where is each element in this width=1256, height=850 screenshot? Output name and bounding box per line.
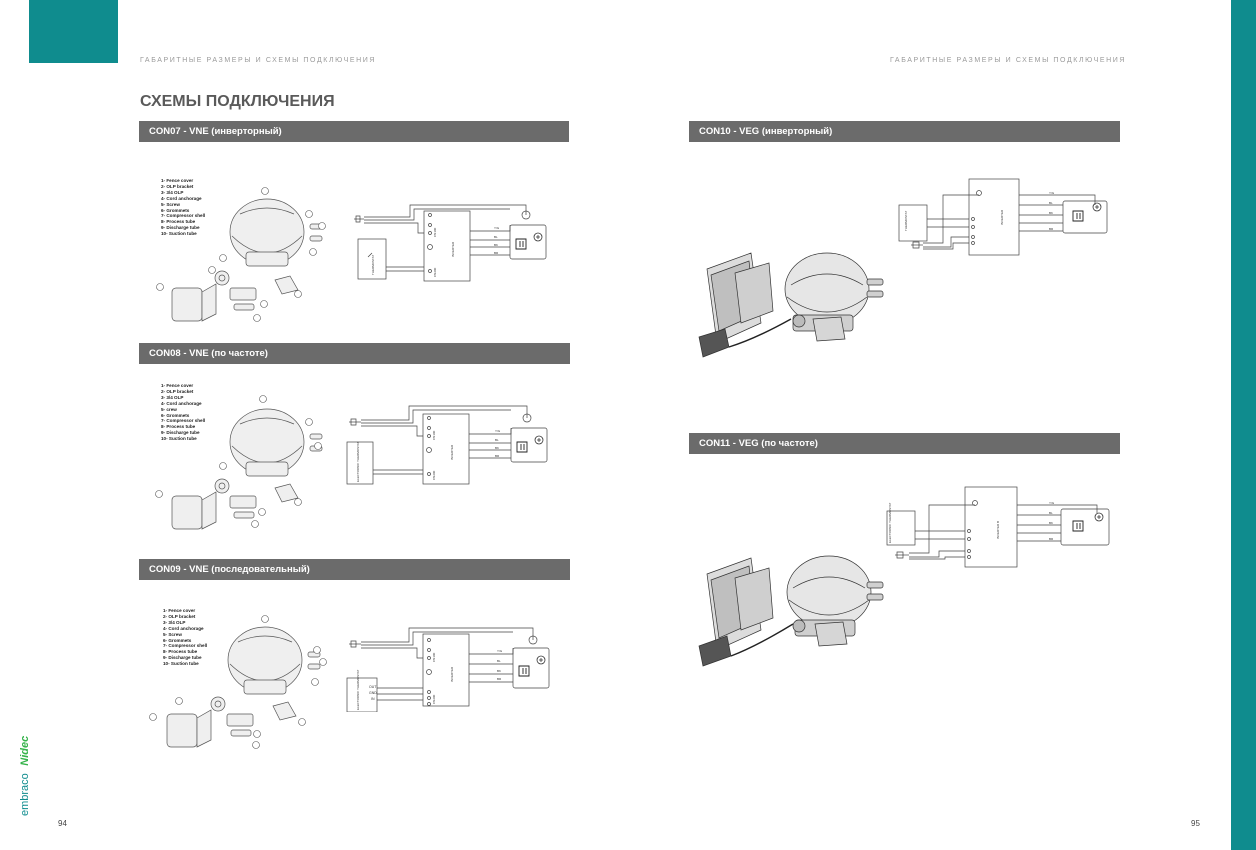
section-title: СХЕМЫ ПОДКЛЮЧЕНИЯ <box>140 93 335 110</box>
label-con07-connector-b: CN200 <box>433 267 437 277</box>
label-con08-connector-a: CN100 <box>432 430 436 440</box>
part-item: 4- Cord anchorage <box>161 195 202 201</box>
part-item: 2- OLP bracket <box>163 613 196 619</box>
running-header-left: ГАБАРИТНЫЕ РАЗМЕРЫ И СХЕМЫ ПОДКЛЮЧЕНИЯ <box>140 57 377 64</box>
label-con09-wire-bl: BL <box>497 659 501 663</box>
label-con07-wire-bk: BK <box>494 243 498 247</box>
part-item: 2- OLP bracket <box>161 183 194 189</box>
part-item: 6- Grommets <box>161 207 190 213</box>
label-con10-inverter: INVERTER <box>1000 209 1004 225</box>
label-con09-sig-gnd: GND <box>369 691 377 695</box>
wiring-diagram-con10: INVERTER THERMOSTAT Y/G BL BK BR <box>898 178 1108 256</box>
brand-logo: embraco Nidec <box>15 736 33 816</box>
compressor-exploded-con07 <box>156 187 326 322</box>
diagram-title-con08: CON08 - VNE (по частоте) <box>139 343 570 364</box>
label-con09-inverter: INVERTER <box>450 666 454 682</box>
part-item: 4- Cord anchorage <box>163 625 204 631</box>
compressor-exploded-con09 <box>149 615 327 749</box>
diagram-title-con10: CON10 - VEG (инверторный) <box>689 121 1120 142</box>
label-con08-wire-bl: BL <box>495 438 499 442</box>
part-item: 4- Cord anchorage <box>161 400 202 406</box>
part-item: 3- 3/4 OLP <box>163 619 186 625</box>
label-con11-wire-br: BR <box>1049 537 1054 541</box>
label-con08-inverter: INVERTER <box>450 444 454 460</box>
label-con10-wire-br: BR <box>1049 227 1054 231</box>
label-con09-sig-in: IN <box>371 697 375 701</box>
label-con10-wire-yg: Y/G <box>1049 191 1055 195</box>
compressor-photo-con10 <box>698 252 884 358</box>
label-con10-wire-bk: BK <box>1049 211 1053 215</box>
part-item: 8- Process tube <box>161 424 196 430</box>
part-item: 6- Grommets <box>163 637 192 643</box>
page-number-left: 94 <box>58 819 67 828</box>
label-con07-wire-bl: BL <box>494 235 498 239</box>
label-con08-connector-b: CN200 <box>432 470 436 480</box>
compressor-photo-con11 <box>698 555 884 667</box>
part-item: 9- Discharge tube <box>161 430 200 436</box>
label-con10-thermostat: THERMOSTAT <box>904 211 908 231</box>
part-item: 2- OLP bracket <box>161 388 194 394</box>
embraco-wordmark: embraco <box>19 773 31 816</box>
label-con07-wire-yg: Y/G <box>494 226 500 230</box>
label-con11-wire-bk: BK <box>1049 521 1053 525</box>
parts-list-con07: 1- Fence cover 2- OLP bracket 3- 3/4 OLP… <box>161 178 205 237</box>
part-item: 5- Screw <box>163 631 182 637</box>
label-con08-electronic-thermostat: ELECTRONIC THERMOSTAT <box>356 441 360 482</box>
label-con08-wire-yg: Y/G <box>495 429 501 433</box>
nidec-wordmark: Nidec <box>19 735 31 766</box>
part-item: 5- crew <box>161 406 177 412</box>
label-con07-connector-a: CN100 <box>433 227 437 237</box>
right-edge-teal-strip <box>1231 0 1256 850</box>
label-con11-wire-bl: BL <box>1049 511 1053 515</box>
part-item: 10- Suction tube <box>161 231 197 237</box>
compressor-exploded-con08 <box>155 395 323 530</box>
label-con09-sig-out: OUT <box>369 685 377 689</box>
label-con08-wire-br: BR <box>495 454 500 458</box>
part-item: 9- Discharge tube <box>163 655 202 661</box>
part-item: 6- Grommets <box>161 412 190 418</box>
part-item: 7- Compressor shell <box>161 213 206 219</box>
label-con11-inverter-b: INVERTER B <box>996 521 1000 539</box>
label-con11-electronic-thermostat: ELECTRONIC THERMOSTAT <box>888 502 892 543</box>
part-item: 5- Screw <box>161 201 180 207</box>
parts-list-con08: 1- Fence cover 2- OLP bracket 3- 3/4 OLP… <box>161 383 205 442</box>
label-con11-wire-yg: Y/G <box>1049 501 1055 505</box>
running-header-right: ГАБАРИТНЫЕ РАЗМЕРЫ И СХЕМЫ ПОДКЛЮЧЕНИЯ <box>890 57 1127 64</box>
label-con07-thermostat: THERMOSTAT <box>371 255 375 275</box>
diagram-title-con11: CON11 - VEG (по частоте) <box>689 433 1120 454</box>
part-item: 3- 3/4 OLP <box>161 394 184 400</box>
label-con09-electronic-thermostat: ELECTRONIC THERMOSTAT <box>356 669 360 710</box>
wiring-diagram-con09: CN100 CN200 INVERTER ELECTRONIC THERMOST… <box>346 627 550 712</box>
label-con09-wire-bk: BK <box>497 669 501 673</box>
label-con10-wire-bl: BL <box>1049 201 1053 205</box>
part-item: 8- Process tube <box>161 219 196 225</box>
part-item: 1- Fence cover <box>161 178 194 183</box>
parts-list-con09: 1- Fence cover 2- OLP bracket 3- 3/4 OLP… <box>163 608 207 667</box>
part-item: 7- Compressor shell <box>163 643 208 649</box>
wiring-diagram-con07: CN100 CN200 INVERTER THERMOSTAT Y/G BL B… <box>354 204 547 282</box>
diagram-title-con07: CON07 - VNE (инверторный) <box>139 121 569 142</box>
part-item: 1- Fence cover <box>163 608 196 613</box>
label-con09-wire-yg: Y/G <box>497 649 503 653</box>
wiring-diagram-con11: INVERTER B ELECTRONIC THERMOSTAT Y/G BL … <box>886 486 1110 568</box>
label-con08-wire-bk: BK <box>495 446 499 450</box>
part-item: 10- Suction tube <box>161 436 197 442</box>
part-item: 3- 3/4 OLP <box>161 189 184 195</box>
part-item: 10- Suction tube <box>163 661 199 667</box>
label-con09-connector-a: CN100 <box>432 652 436 662</box>
label-con09-connector-b: CN200 <box>432 694 436 704</box>
label-con07-inverter: INVERTER <box>451 241 455 257</box>
part-item: 1- Fence cover <box>161 383 194 388</box>
part-item: 9- Discharge tube <box>161 225 200 231</box>
part-item: 7- Compressor shell <box>161 418 206 424</box>
label-con09-wire-br: BR <box>497 677 502 681</box>
wiring-diagram-con08: CN100 CN200 INVERTER ELECTRONIC THERMOST… <box>346 405 548 485</box>
label-con07-wire-br: BR <box>494 251 499 255</box>
page-number-right: 95 <box>1191 819 1200 828</box>
top-left-teal-block <box>29 0 118 63</box>
part-item: 8- Process tube <box>163 649 198 655</box>
diagram-title-con09: CON09 - VNE (последовательный) <box>139 559 570 580</box>
